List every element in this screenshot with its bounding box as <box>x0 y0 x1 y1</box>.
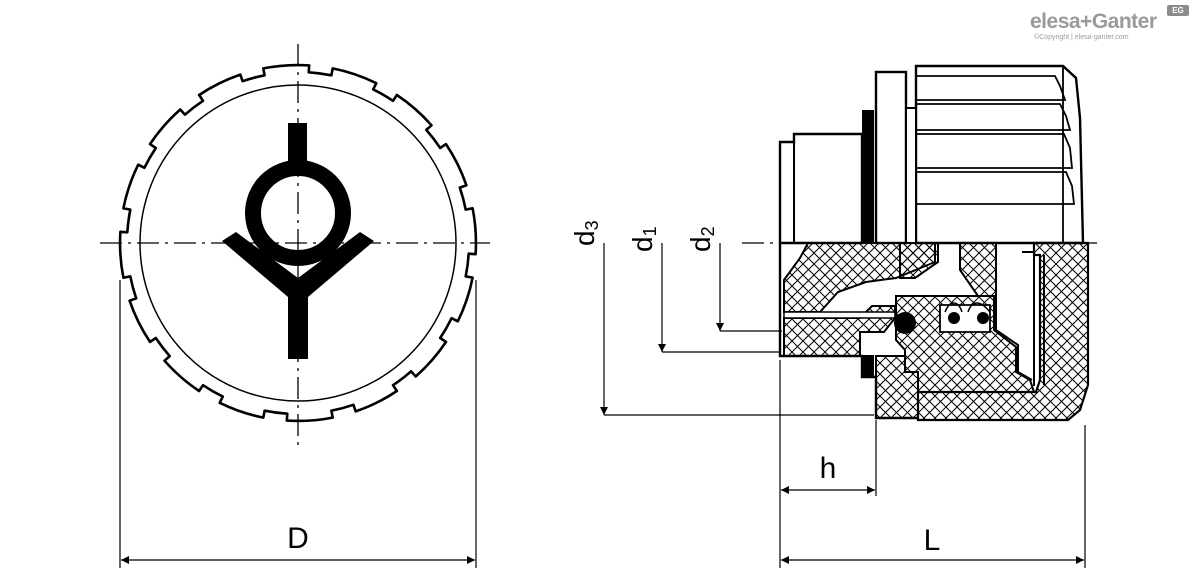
front-face-circle <box>139 84 457 402</box>
front-view <box>100 44 490 445</box>
section-body-core <box>895 295 1036 393</box>
label-d2: d2 <box>685 226 718 252</box>
dimension-lines <box>119 243 1086 568</box>
flange <box>874 70 908 245</box>
label-D: D <box>287 522 309 555</box>
svg-text:d2: d2 <box>685 226 718 252</box>
knob-grooves <box>916 66 1076 243</box>
section-view <box>742 64 1102 422</box>
section-neck-top <box>783 242 936 313</box>
section-outline <box>778 243 918 420</box>
knurled-outer-contour <box>118 63 478 423</box>
ball-large <box>894 312 916 334</box>
lower-seal <box>862 355 874 377</box>
flange-inner <box>905 107 917 244</box>
brand-copyright: ©Copyright | elesa-ganter.com <box>1034 34 1129 41</box>
water-symbol-icon <box>222 123 374 359</box>
brand-badge: EG <box>1167 5 1189 16</box>
section-sleeve <box>959 242 997 297</box>
seal-ring <box>862 110 874 243</box>
label-h: h <box>820 452 837 485</box>
section-spring-housing <box>939 304 991 333</box>
knob-body-top <box>914 64 1085 245</box>
brand-logo: elesa+Ganter EG ©Copyright | elesa-gante… <box>1030 5 1196 44</box>
svg-text:d3: d3 <box>569 220 602 246</box>
label-L: L <box>924 524 941 557</box>
label-d1: d1 <box>627 226 660 252</box>
brand-name: elesa+Ganter <box>1030 10 1157 33</box>
spring <box>944 302 991 324</box>
section-bore <box>783 311 896 319</box>
neck <box>778 132 864 245</box>
svg-text:d1: d1 <box>627 226 660 252</box>
label-d3: d3 <box>569 220 602 246</box>
